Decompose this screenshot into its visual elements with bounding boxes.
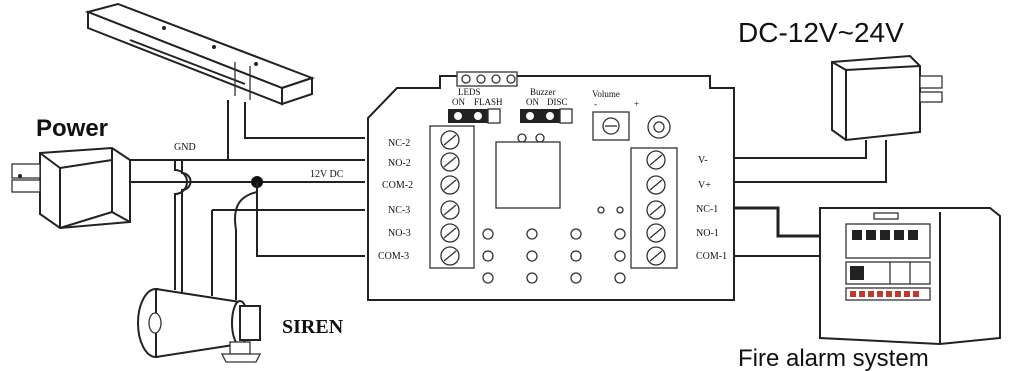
buzzer-title: Buzzer [530, 87, 555, 97]
leds-flash-label: FLASH [474, 97, 503, 107]
power-label: Power [36, 115, 108, 142]
power-adapter [11, 146, 131, 230]
component-grid [482, 228, 626, 284]
terminal-no2: NO-2 [388, 158, 411, 169]
siren-horn [137, 287, 262, 363]
terminal-no3: NO-3 [388, 228, 411, 239]
terminal-no1: NO-1 [696, 228, 719, 239]
volume-plus: + [634, 99, 639, 109]
terminal-com3: COM-3 [378, 251, 409, 262]
volume-title: Volume [592, 89, 620, 99]
relay [495, 141, 561, 209]
magnetic-lock [84, 2, 365, 161]
fire-alarm-panel [819, 207, 1001, 346]
terminal-com1: COM-1 [696, 251, 727, 262]
volume-minus: - [594, 99, 597, 109]
leds-on-label: ON [452, 97, 465, 107]
terminal-nc1: NC-1 [696, 204, 718, 215]
buzzer-on-label: ON [526, 97, 539, 107]
siren-label: SIREN [282, 316, 344, 338]
leds-title: LEDS [458, 87, 481, 97]
dc12-label: 12V DC [310, 169, 344, 180]
terminal-v-plus: V+ [698, 180, 711, 191]
fire-alarm-label: Fire alarm system [738, 345, 929, 371]
left-terminal-block [429, 125, 475, 269]
buzzer-disc-label: DISC [547, 97, 568, 107]
dc-adapter [831, 54, 943, 142]
gnd-label: GND [174, 142, 196, 153]
control-board: LEDS ON FLASH Buzzer ON DISC Volume - + [367, 71, 735, 301]
terminal-nc3: NC-3 [388, 205, 410, 216]
terminal-v-minus: V- [698, 155, 708, 166]
dc-supply-label: DC-12V~24V [738, 17, 904, 48]
terminal-nc2: NC-2 [388, 138, 410, 149]
terminal-com2: COM-2 [382, 180, 413, 191]
